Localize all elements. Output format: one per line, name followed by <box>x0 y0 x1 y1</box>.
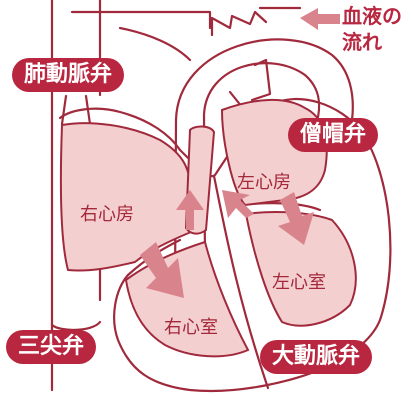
label-pulmonary-valve: 肺動脈弁 <box>12 58 124 92</box>
arrow-blood-flow-legend <box>300 8 340 30</box>
legend-blood-flow-line1: 血液の <box>342 4 402 28</box>
label-right-atrium: 右心房 <box>80 200 134 226</box>
vena-cava-lower-ring <box>52 322 100 330</box>
label-left-atrium: 左心房 <box>237 168 291 194</box>
aortic-branches <box>212 12 266 35</box>
label-tricuspid-valve: 三尖弁 <box>6 330 96 364</box>
label-mitral-valve: 僧帽弁 <box>288 118 378 152</box>
label-right-ventricle: 右心室 <box>164 313 218 339</box>
legend-blood-flow-line2: 流れ <box>342 30 382 54</box>
label-left-ventricle: 左心室 <box>272 268 326 294</box>
label-aortic-valve: 大動脈弁 <box>260 340 372 374</box>
